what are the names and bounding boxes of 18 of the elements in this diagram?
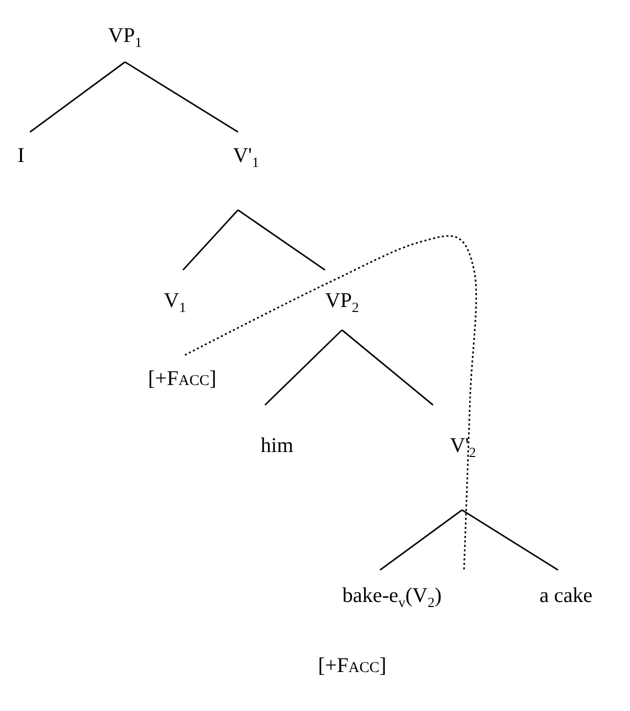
tree-branch-line bbox=[30, 61, 126, 133]
tree-branch-line bbox=[462, 509, 558, 571]
tree-node-label: I bbox=[16, 143, 26, 167]
tree-branch-line bbox=[238, 209, 326, 271]
tree-node-label: VP$_{2}$ bbox=[324, 288, 360, 318]
dotted-link-line bbox=[184, 235, 477, 570]
tree-node-label: V'$_{1}$ bbox=[232, 143, 260, 174]
tree-node-label: V'$_{2}$ bbox=[449, 433, 477, 464]
tree-node-label: VP$_{1}$ bbox=[107, 23, 143, 54]
tree-branch-line bbox=[380, 509, 462, 571]
tree-branch-line bbox=[124, 61, 238, 133]
tree-node-label: him bbox=[260, 433, 294, 457]
tree-node-label: V$_{1}$ bbox=[162, 288, 188, 318]
tree-node-label: bake-e$_{v}$(V$_{2}$) bbox=[341, 583, 443, 614]
tree-node-label: a cake bbox=[538, 583, 594, 607]
tree-branch-line bbox=[342, 329, 434, 406]
tree-branch-line bbox=[264, 329, 343, 406]
tree-branch-line bbox=[182, 210, 239, 270]
